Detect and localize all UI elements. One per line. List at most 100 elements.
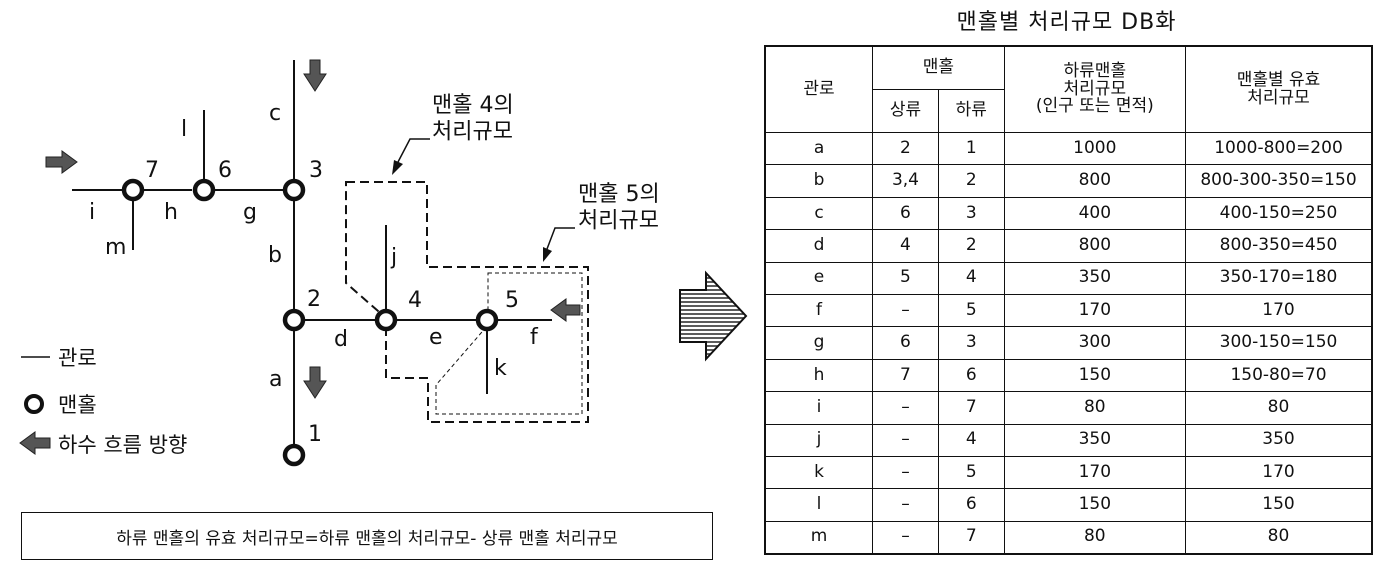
cell-scale: 400 [1003, 196, 1186, 231]
table-title: 맨홀별 처리규모 DB화 [956, 10, 1177, 35]
flow-arrow-down-icon [303, 366, 327, 399]
cell-pipe: d [764, 229, 874, 263]
cell-upstream: 3,4 [872, 164, 939, 198]
cell-effective: 80 [1184, 520, 1373, 555]
flow-arrow-right-icon [45, 150, 78, 174]
header-pipe: 관로 [764, 45, 874, 133]
cell-upstream: 5 [872, 261, 939, 295]
cell-pipe: l [764, 488, 874, 522]
cell-pipe: j [764, 423, 874, 457]
pipe-labels: c b a g h i l m d j e f k [89, 101, 539, 392]
manhole-4-catchment [345, 181, 589, 423]
cell-pipe: a [764, 131, 874, 166]
cell-effective: 1000-800=200 [1184, 131, 1373, 166]
cell-pipe: h [764, 358, 874, 393]
pipe-label-e: e [429, 325, 443, 350]
legend-pipe-label: 관로 [58, 346, 97, 370]
cell-effective: 150-80=70 [1184, 358, 1373, 393]
cell-downstream: 3 [937, 196, 1005, 231]
manhole-label-7: 7 [145, 158, 159, 183]
cell-downstream: 5 [937, 455, 1005, 490]
cell-upstream: 6 [872, 196, 939, 231]
cell-downstream: 6 [937, 358, 1005, 393]
header-upstream: 상류 [872, 89, 939, 133]
pipe-label-a: a [269, 367, 282, 392]
cell-downstream: 2 [937, 164, 1005, 198]
cell-downstream: 7 [937, 520, 1005, 555]
cell-upstream: 6 [872, 326, 939, 360]
cell-scale: 1000 [1003, 131, 1186, 166]
header-effective-scale: 맨홀별 유효 처리규모 [1184, 45, 1373, 133]
manhole-1 [282, 443, 306, 467]
cell-pipe: b [764, 164, 874, 198]
manhole-label-6: 6 [218, 158, 232, 183]
header-manhole: 맨홀 [872, 45, 1005, 90]
manhole-label-2: 2 [307, 287, 321, 312]
pipe-network [72, 60, 552, 446]
cell-downstream: 4 [937, 261, 1005, 295]
header-downstream: 하류 [937, 89, 1005, 133]
cell-pipe: c [764, 196, 874, 231]
pipe-label-l: l [181, 117, 187, 142]
cell-downstream: 2 [937, 229, 1005, 263]
manhole-5 [475, 308, 499, 332]
legend: 관로 맨홀 하수 흐름 방향 [19, 346, 187, 457]
flow-arrows [45, 59, 581, 399]
pipe-label-j: j [390, 245, 397, 270]
cell-scale: 170 [1003, 293, 1186, 328]
cell-scale: 300 [1003, 326, 1186, 360]
sewer-network-diagram: c b a g h i l m d j e f k 1 2 3 4 5 6 7 … [19, 59, 748, 467]
cell-upstream: 2 [872, 131, 939, 166]
cell-effective: 80 [1184, 391, 1373, 425]
cell-scale: 150 [1003, 488, 1186, 522]
manhole-label-5: 5 [505, 288, 519, 313]
cell-effective: 170 [1184, 293, 1373, 328]
cell-downstream: 5 [937, 293, 1005, 328]
legend-flow-icon [19, 431, 51, 455]
pipe-label-k: k [494, 356, 507, 381]
manhole-7 [121, 178, 145, 202]
cell-downstream: 1 [937, 131, 1005, 166]
formula-box: 하류 맨홀의 유효 처리규모=하류 맨홀의 처리규모- 상류 맨홀 처리규모 [21, 512, 713, 560]
pipe-label-c: c [269, 101, 281, 126]
manhole-db-table: 관로 맨홀 하류맨홀 처리규모 (인구 또는 면적) 맨홀별 유효 처리규모 상… [764, 45, 1373, 556]
pipe-label-h: h [164, 200, 178, 225]
flow-arrow-down-icon [303, 59, 327, 92]
formula-text: 하류 맨홀의 유효 처리규모=하류 맨홀의 처리규모- 상류 맨홀 처리규모 [116, 528, 618, 549]
legend-manhole-icon [24, 394, 44, 414]
pipe-label-g: g [243, 200, 257, 225]
manhole-2 [282, 308, 306, 332]
cell-scale: 80 [1003, 520, 1186, 555]
cell-scale: 800 [1003, 164, 1186, 198]
cell-upstream: – [872, 391, 939, 425]
cell-pipe: k [764, 455, 874, 490]
cell-upstream: 7 [872, 358, 939, 393]
cell-scale: 150 [1003, 358, 1186, 393]
cell-pipe: g [764, 326, 874, 360]
cell-upstream: – [872, 455, 939, 490]
cell-pipe: f [764, 293, 874, 328]
pipe-label-m: m [105, 235, 126, 260]
cell-upstream: 4 [872, 229, 939, 263]
manhole-labels: 1 2 3 4 5 6 7 [145, 158, 519, 447]
cell-upstream: – [872, 293, 939, 328]
cell-downstream: 7 [937, 391, 1005, 425]
manhole-4 [374, 308, 398, 332]
cell-scale: 350 [1003, 261, 1186, 295]
pipe-label-f: f [530, 325, 539, 350]
cell-scale: 350 [1003, 423, 1186, 457]
cell-effective: 800-300-350=150 [1184, 164, 1373, 198]
pipe-label-b: b [268, 243, 282, 268]
